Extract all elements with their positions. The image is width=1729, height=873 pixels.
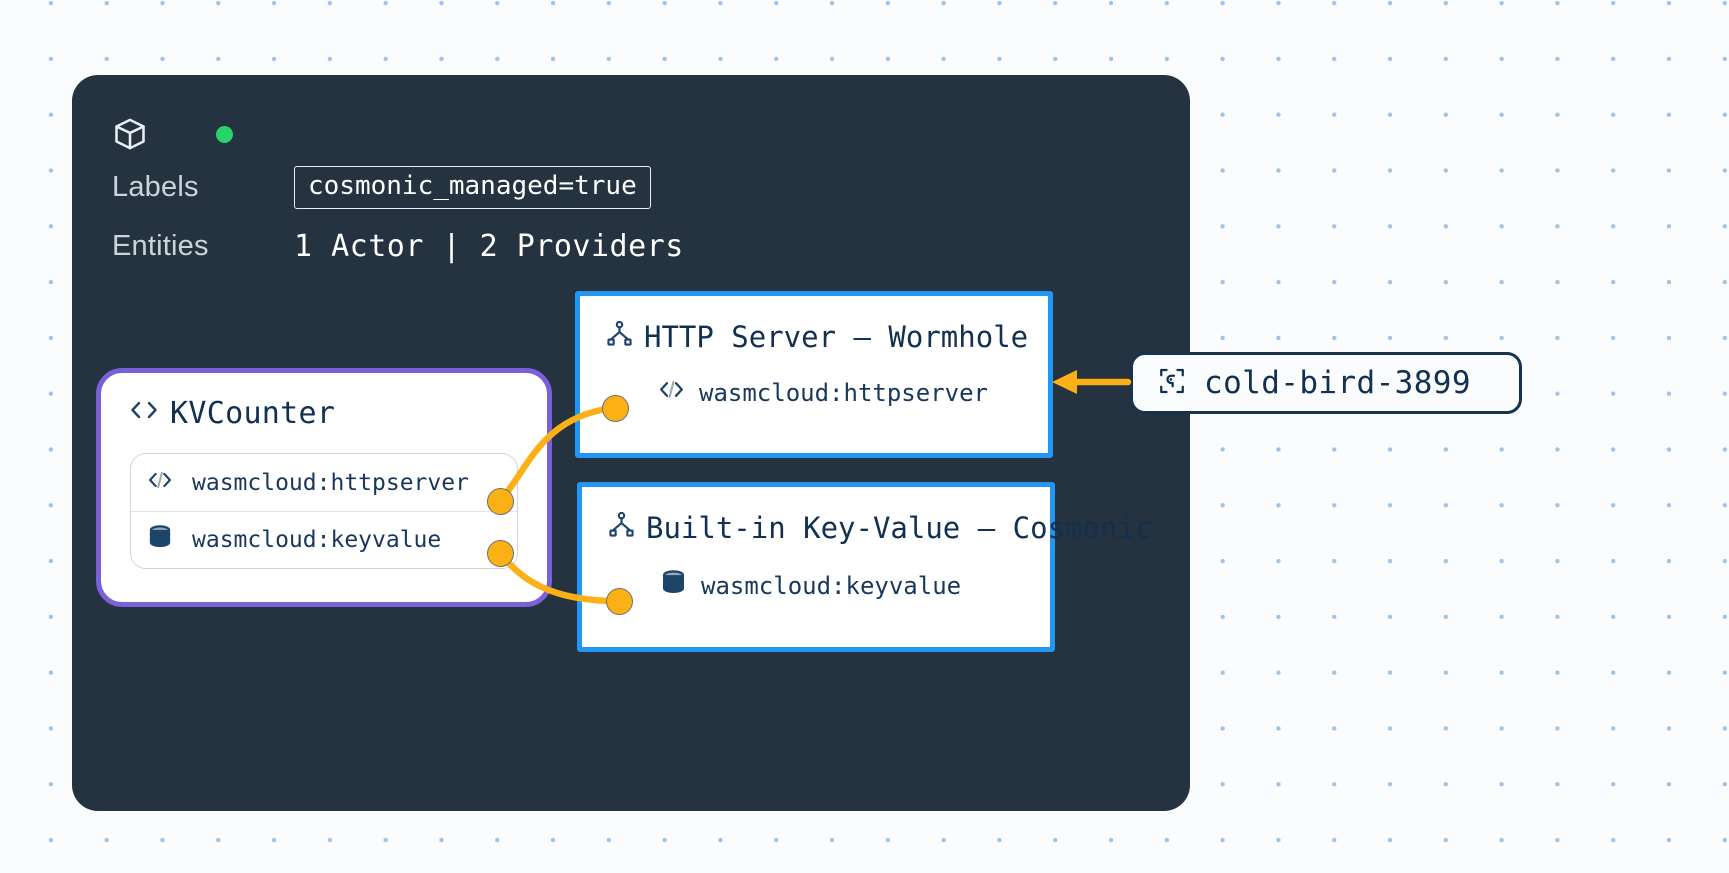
provider-link-row-httpserver[interactable]: wasmcloud:httpserver	[580, 378, 1048, 407]
provider-card-key-value[interactable]: Built-in Key-Value – Cosmonic wasmcloud:…	[577, 482, 1152, 652]
host-id-badge-text: cold-bird-3899	[1204, 365, 1471, 401]
code-brackets-icon	[129, 396, 159, 431]
actor-links-list: wasmcloud:httpserver wasmcloud:keyvalue	[130, 453, 518, 569]
actor-title-text: KVCounter	[170, 396, 336, 431]
code-slash-icon	[658, 378, 685, 407]
actor-link-row-keyvalue[interactable]: wasmcloud:keyvalue	[131, 511, 517, 568]
host-label-chip[interactable]: cosmonic_managed=true	[294, 166, 651, 210]
provider-title-text: Built-in Key-Value – Cosmonic	[646, 511, 1153, 545]
labels-row-label: Labels	[112, 171, 199, 204]
link-endpoint-actor-httpserver[interactable]	[487, 488, 514, 515]
link-endpoint-provider-httpserver[interactable]	[602, 395, 629, 422]
host-labels-row: Labels cosmonic_managed=true	[112, 166, 1160, 210]
host-entities-row: Entities 1 Actor | 2 Providers	[112, 229, 1160, 264]
code-slash-icon	[147, 469, 173, 497]
provider-card-title: Built-in Key-Value – Cosmonic	[582, 487, 1152, 545]
sitemap-icon	[608, 511, 635, 545]
provider-card-title: HTTP Server – Wormhole	[580, 296, 1048, 354]
host-status-dot	[216, 125, 233, 143]
provider-link-label: wasmcloud:httpserver	[699, 378, 988, 407]
host-icon-row	[112, 115, 1160, 153]
host-id-icon	[1157, 366, 1187, 401]
actor-link-label: wasmcloud:httpserver	[192, 469, 469, 496]
actor-link-row-httpserver[interactable]: wasmcloud:httpserver	[131, 454, 517, 511]
actor-link-label: wasmcloud:keyvalue	[192, 527, 442, 553]
provider-card-http-server[interactable]: HTTP Server – Wormhole wasmcloud:httpser…	[575, 291, 1053, 458]
entities-row-label: Entities	[112, 230, 209, 263]
provider-link-label: wasmcloud:keyvalue	[701, 571, 962, 600]
host-entities-value: 1 Actor | 2 Providers	[294, 229, 684, 265]
cube-icon	[112, 116, 148, 152]
provider-title-text: HTTP Server – Wormhole	[644, 320, 1029, 354]
provider-link-row-keyvalue[interactable]: wasmcloud:keyvalue	[582, 569, 1050, 602]
host-header: Labels cosmonic_managed=true Entities 1 …	[112, 115, 1160, 264]
link-endpoint-actor-keyvalue[interactable]	[487, 540, 514, 567]
actor-card-kvcounter[interactable]: KVCounter wasmcloud:httpserver was	[96, 368, 552, 607]
link-endpoint-provider-keyvalue[interactable]	[606, 588, 633, 615]
actor-card-title: KVCounter	[101, 389, 547, 431]
host-id-badge[interactable]: cold-bird-3899	[1130, 352, 1522, 414]
database-icon	[660, 569, 687, 602]
sitemap-icon	[606, 320, 633, 354]
database-icon	[147, 524, 173, 556]
